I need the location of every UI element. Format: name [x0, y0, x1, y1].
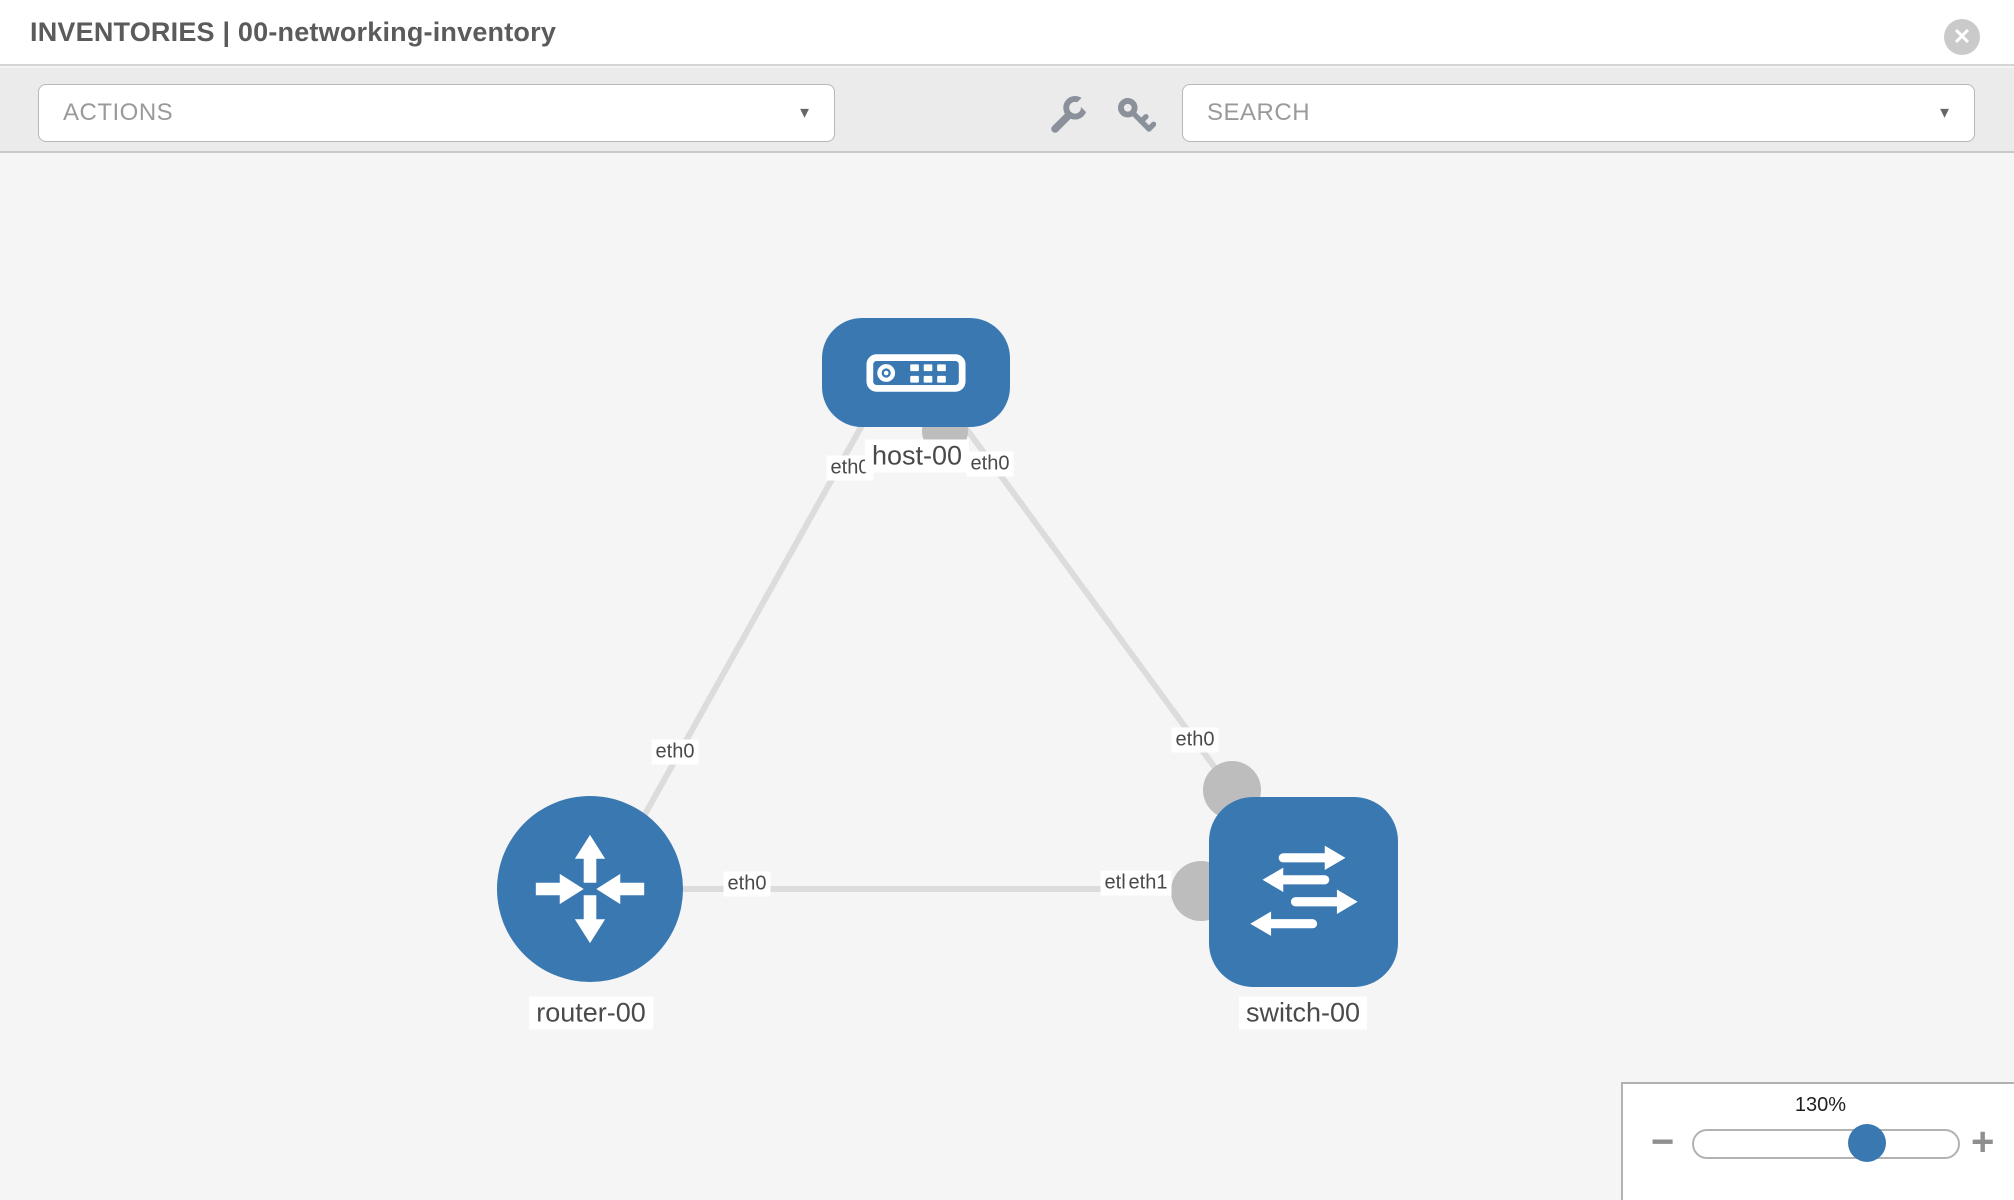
node-router-00[interactable]	[497, 796, 683, 982]
links-layer	[607, 408, 1261, 921]
zoom-slider-handle[interactable]	[1848, 1124, 1886, 1162]
close-icon: ✕	[1952, 24, 1972, 49]
search-dropdown[interactable]: SEARCH ▼	[1182, 84, 1975, 142]
search-dropdown-label: SEARCH	[1207, 99, 1311, 126]
node-label-host-00: host-00	[864, 439, 970, 473]
zoom-in-button[interactable]: +	[1971, 1120, 1995, 1164]
actions-dropdown[interactable]: ACTIONS ▼	[38, 84, 835, 142]
header-bar: INVENTORIES | 00-networking-inventory ✕	[0, 0, 2014, 66]
close-button[interactable]: ✕	[1944, 19, 1980, 55]
zoom-level-value: 130%	[1794, 1094, 1847, 1116]
link-host-router	[607, 418, 868, 879]
switch-icon	[1249, 845, 1358, 936]
node-host-00[interactable]	[822, 318, 1010, 427]
page-title: INVENTORIES | 00-networking-inventory	[30, 17, 557, 47]
host-icon	[866, 353, 966, 392]
topology-canvas[interactable]: eth0 eth0 eth0 eth0 eth0 eth0 eth1 host-…	[0, 155, 2014, 1200]
chevron-down-icon: ▼	[1937, 104, 1952, 122]
toolbar: ACTIONS ▼ SEARCH ▼	[0, 68, 2014, 153]
router-icon	[535, 834, 645, 944]
node-label-router-00: router-00	[529, 996, 653, 1030]
node-switch-00[interactable]	[1209, 797, 1398, 987]
interface-label-switch-eth1: eth1	[1124, 870, 1172, 896]
wrench-icon[interactable]	[1048, 96, 1088, 136]
interface-label-router-eth0-up: eth0	[651, 739, 699, 765]
zoom-out-button[interactable]: −	[1651, 1120, 1675, 1164]
interface-label-router-eth0-link: eth0	[723, 871, 771, 897]
chevron-down-icon: ▼	[797, 104, 812, 122]
interface-label-switch-eth0-top: eth0	[1171, 727, 1219, 753]
interface-label-host-eth0-right: eth0	[966, 451, 1014, 477]
node-label-switch-00: switch-00	[1238, 996, 1368, 1030]
actions-dropdown-label: ACTIONS	[63, 99, 174, 126]
key-icon[interactable]	[1116, 96, 1156, 136]
zoom-control-panel: 130% − +	[1621, 1082, 2014, 1200]
zoom-slider-track[interactable]	[1692, 1124, 1960, 1162]
